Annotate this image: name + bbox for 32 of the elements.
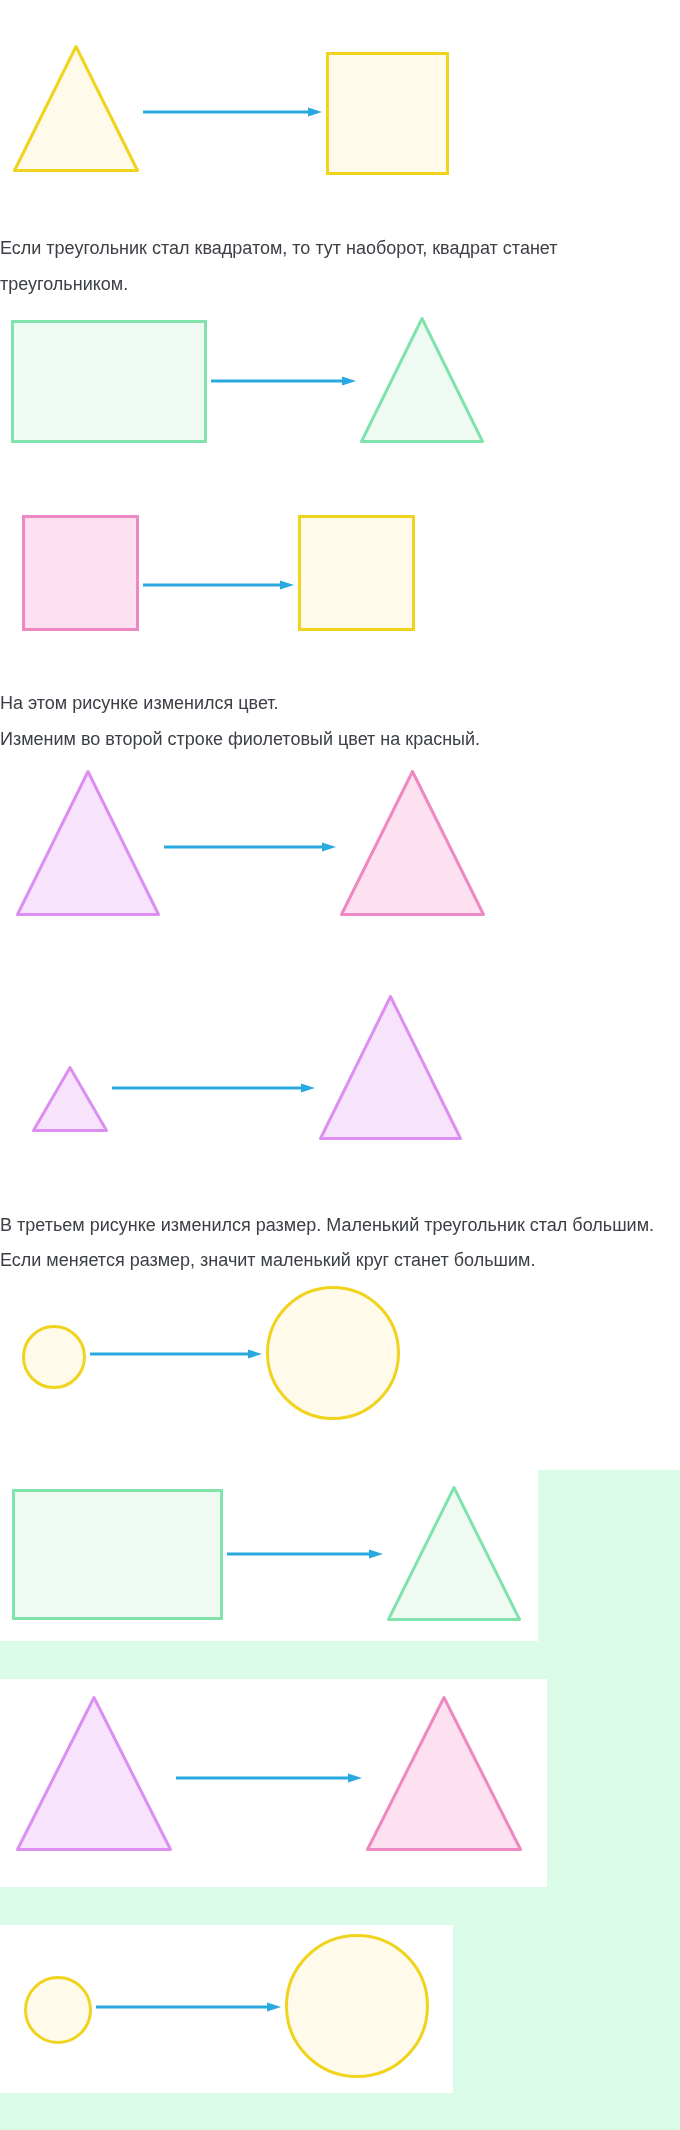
triangle-shape (32, 1065, 108, 1132)
triangle-shape (387, 1485, 521, 1621)
arrow (112, 1083, 315, 1093)
circle-shape (266, 1286, 400, 1420)
triangle-shape (13, 44, 139, 172)
arrow (96, 2002, 281, 2012)
arrow (227, 1549, 383, 1559)
explanation-text: В третьем рисунке изменился размер. Маленький треугольник стал большим. (0, 1214, 656, 1237)
rectangle-shape (11, 320, 207, 443)
circle-shape (22, 1325, 86, 1389)
rectangle-shape (12, 1489, 223, 1620)
arrow (176, 1773, 362, 1783)
explanation-text: Изменим во второй строке фиолетовый цвет на красный. (0, 728, 482, 751)
triangle-shape (16, 1695, 172, 1851)
triangle-shape (366, 1695, 522, 1851)
square-shape (22, 515, 139, 631)
circle-shape (24, 1976, 92, 2044)
arrow (90, 1349, 262, 1359)
explanation-text: Если меняется размер, значит маленький круг станет большим. (0, 1249, 537, 1272)
triangle-shape (360, 316, 484, 443)
arrow (143, 107, 322, 117)
explanation-text: Если треугольник стал квадратом, то тут наоборот, квадрат станет треугольником. (0, 237, 559, 296)
arrow (143, 580, 294, 590)
arrow (211, 376, 356, 386)
circle-shape (285, 1934, 429, 2078)
explanation-text: На этом рисунке изменился цвет. (0, 692, 280, 715)
square-shape (326, 52, 449, 175)
triangle-shape (16, 769, 160, 916)
square-shape (298, 515, 415, 631)
triangle-shape (319, 994, 462, 1140)
triangle-shape (340, 769, 485, 916)
arrow (164, 842, 336, 852)
